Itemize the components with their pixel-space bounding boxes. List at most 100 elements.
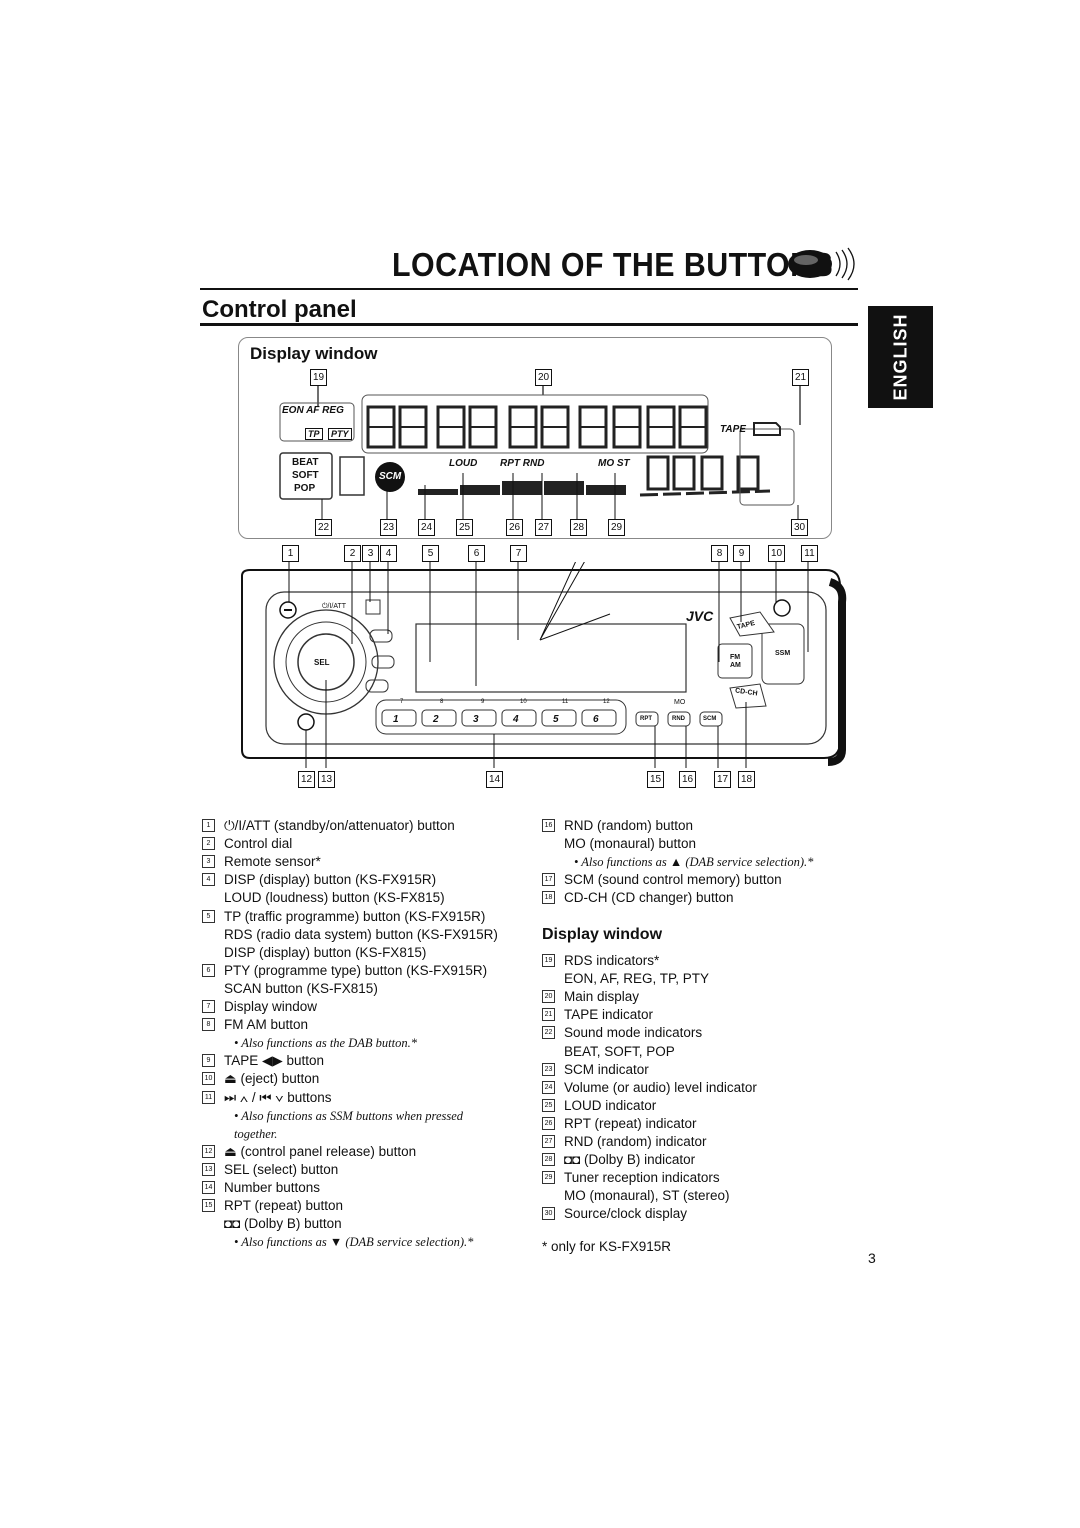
legend-number: 28 (542, 1153, 555, 1167)
callout-29: 29 (608, 519, 625, 536)
preset-5-button[interactable]: 5 (553, 714, 559, 725)
legend-text: Tuner reception indicators (564, 1170, 720, 1186)
legend-text: CD-CH (CD changer) button (564, 890, 734, 906)
legend-number: 1 (202, 819, 215, 832)
callout-17: 17 (714, 771, 731, 788)
sel-button-label[interactable]: SEL (314, 658, 330, 667)
ssm-button-label[interactable]: SSM (775, 650, 791, 657)
legend-number: 5 (202, 909, 215, 923)
callout-3: 3 (362, 545, 379, 562)
callout-22: 22 (315, 519, 332, 536)
legend-note: • Also functions as SSM buttons when pre… (234, 1108, 464, 1123)
legend-text: SCAN button (KS-FX815) (224, 980, 378, 996)
lcd-diagram (279, 385, 801, 519)
preset-4-button[interactable]: 4 (513, 714, 519, 725)
legend-number: 30 (542, 1207, 555, 1221)
legend-number: 25 (542, 1098, 555, 1112)
legend-number: 13 (202, 1162, 215, 1176)
legend-text: EON, AF, REG, TP, PTY (564, 971, 710, 987)
callout-13: 13 (318, 771, 335, 788)
legend-note: together. (234, 1126, 278, 1141)
legend-text: ⏻/I/ATT (standby/on/attenuator) button (224, 818, 455, 833)
legend-text: RPT (repeat) button (224, 1198, 344, 1214)
preset-7-label: 7 (400, 699, 404, 705)
callout-21: 21 (792, 369, 809, 386)
preset-3-button[interactable]: 3 (473, 714, 479, 725)
callout-30: 30 (791, 519, 808, 536)
callout-24: 24 (418, 519, 435, 536)
rpt-button-label[interactable]: RPT (640, 716, 652, 722)
legend-number: 8 (202, 1018, 215, 1032)
rds-indicator-label: EON AF REG (282, 405, 344, 416)
mo-st-indicator-label: MO ST (598, 458, 630, 469)
callout-23: 23 (380, 519, 397, 536)
scm-button-label[interactable]: SCM (703, 716, 717, 722)
preset-2-button[interactable]: 2 (433, 714, 439, 725)
legend-text: ◘◘ (Dolby B) indicator (564, 1152, 696, 1168)
legend-text: MO (monaural) button (564, 836, 697, 852)
legend-text: ⏏ (eject) button (224, 1071, 320, 1087)
legend-number: 19 (542, 954, 555, 967)
legend-number: 14 (202, 1181, 215, 1194)
legend-number: 9 (202, 1054, 215, 1068)
pop-indicator-label: POP (294, 483, 316, 494)
mo-label: MO (674, 699, 686, 706)
legend-number: 10 (202, 1072, 215, 1086)
tp-indicator-label: TP (305, 428, 323, 440)
legend-text: ⏏ (control panel release) button (224, 1143, 417, 1159)
legend-text: TP (traffic programme) button (KS-FX915R… (224, 908, 486, 924)
callout-5: 5 (422, 545, 439, 562)
legend-text: RND (random) button (564, 818, 694, 833)
callout-10: 10 (768, 545, 785, 562)
fm-am-button-label[interactable]: FM AM (730, 654, 741, 669)
legend-text: LOUD indicator (564, 1097, 657, 1113)
legend-number: 29 (542, 1171, 555, 1185)
legend-number: 12 (202, 1144, 215, 1158)
preset-8-label: 8 (440, 699, 444, 705)
att-button-label[interactable]: ⏻/I/ATT (322, 603, 347, 610)
callout-14: 14 (486, 771, 503, 788)
legend-text: Sound mode indicators (564, 1025, 703, 1041)
legend-text: LOUD (loudness) button (KS-FX815) (224, 890, 445, 906)
preset-11-label: 11 (562, 699, 569, 705)
callout-4: 4 (380, 545, 397, 562)
legend-text: Main display (564, 989, 640, 1005)
preset-6-button[interactable]: 6 (593, 714, 599, 725)
callout-7: 7 (510, 545, 527, 562)
legend-note: • Also functions as the DAB button.* (234, 1036, 417, 1051)
callout-27: 27 (535, 519, 552, 536)
preset-12-label: 12 (603, 699, 610, 705)
display-window-label: Display window (250, 344, 378, 363)
legend-number: 27 (542, 1135, 555, 1148)
legend-number: 20 (542, 990, 555, 1004)
soft-indicator-label: SOFT (292, 470, 319, 481)
callout-28: 28 (570, 519, 587, 536)
callout-16: 16 (679, 771, 696, 788)
callout-18: 18 (738, 771, 755, 788)
legend-text: Volume (or audio) level indicator (564, 1079, 757, 1095)
display-window-frame (238, 337, 832, 539)
legend-text: RPT (repeat) indicator (564, 1115, 697, 1131)
page-number: 3 (868, 1250, 876, 1266)
legend-number: 16 (542, 819, 555, 832)
preset-1-button[interactable]: 1 (393, 714, 399, 725)
legend-text: RDS indicators* (564, 953, 660, 968)
legend-text: BEAT, SOFT, POP (564, 1043, 675, 1059)
legend-text: Source/clock display (564, 1206, 688, 1222)
pty-indicator-label: PTY (328, 428, 352, 440)
preset-9-label: 9 (481, 699, 485, 705)
scm-indicator-label: SCM (379, 471, 402, 482)
rnd-button-label[interactable]: RND (672, 716, 685, 722)
legend-text: MO (monaural), ST (stereo) (564, 1188, 730, 1204)
legend-text: SEL (select) button (224, 1161, 339, 1177)
legend-number: 7 (202, 1000, 215, 1013)
callout-19: 19 (310, 369, 327, 386)
loud-indicator-label: LOUD (449, 458, 478, 469)
tape-indicator-label: TAPE (720, 424, 746, 435)
callout-6: 6 (468, 545, 485, 562)
section-title: Control panel (202, 296, 357, 323)
legend-number: 3 (202, 855, 215, 869)
legend-number: 11 (202, 1090, 215, 1104)
legend-text: SCM indicator (564, 1061, 649, 1077)
footnote: * only for KS-FX915R (542, 1239, 672, 1254)
